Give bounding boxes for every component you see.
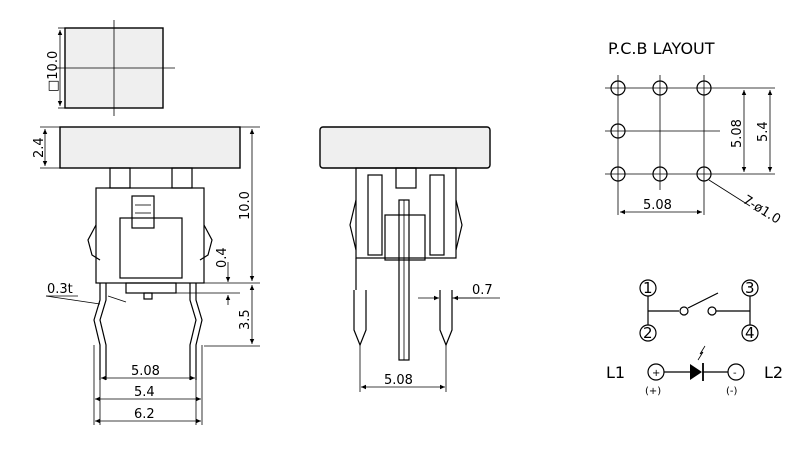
schematic: 1 2 3 4 L1 + (+) - (-) L2 [606,279,783,397]
pcb-holes-label: 7-ø1.0 [740,193,783,228]
switch-contact-right [707,306,717,316]
side-view-a: 2.4 10.0 0.4 3.5 0.3t 5.08 5.4 6.2 [32,126,260,425]
switch-body-b [355,167,457,259]
right-pin-b [439,290,453,347]
switch-lever [687,292,719,309]
pcb-hole [652,166,668,182]
left-pin-b [353,290,367,347]
pin-width-label: 0.7 [472,283,493,298]
pcb-hole [610,123,626,139]
pcb-hole [610,80,626,96]
led-cathode-terminal [727,363,745,381]
pitch-label: 5.08 [131,364,160,379]
pcb-title: P.C.B LAYOUT [608,39,715,58]
pin-1-label: 1 [643,279,653,297]
pcb-hole [696,166,712,182]
anode-label: (+) [645,386,661,397]
total-height-label: 10.0 [238,191,253,220]
svg-text:-: - [733,368,737,379]
leg-length-label: 3.5 [238,309,253,330]
svg-text:+: + [652,368,660,379]
pcb-row-span-label: 5.4 [756,121,771,142]
cap-height-label: 2.4 [32,137,47,158]
left-leg [93,283,101,380]
switch-body [95,187,205,284]
right-leg [195,283,203,380]
pcb-hole [610,166,626,182]
led-l1-label: L1 [606,363,625,382]
outer-width-label: 6.2 [134,407,155,422]
pcb-hole [696,80,712,96]
cap-side-outline-b [319,126,491,169]
gap-label: 0.4 [215,247,230,268]
pin-2-label: 2 [643,324,653,342]
thickness-label: 0.3t [47,282,73,297]
pin-3-label: 3 [745,279,755,297]
pcb-pitch-x-label: 5.08 [643,198,672,213]
pcb-layout: P.C.B LAYOUT 5.08 5.08 5.4 7-ø1.0 [605,39,783,227]
top-view: □10.0 [46,20,175,116]
pitch-label-b: 5.08 [384,373,413,388]
pcb-hole [652,80,668,96]
side-view-b: 0.7 5.08 [319,126,500,392]
cathode-label: (-) [726,386,738,397]
pin-4-label: 4 [745,324,755,342]
cap-side-outline [59,126,241,169]
size-label: □10.0 [46,51,61,92]
inner-width-label: 5.4 [134,385,155,400]
led-l2-label: L2 [764,363,783,382]
switch-contact-left [679,306,689,316]
pcb-pitch-y-label: 5.08 [730,119,745,148]
led-diode-symbol [690,364,702,380]
